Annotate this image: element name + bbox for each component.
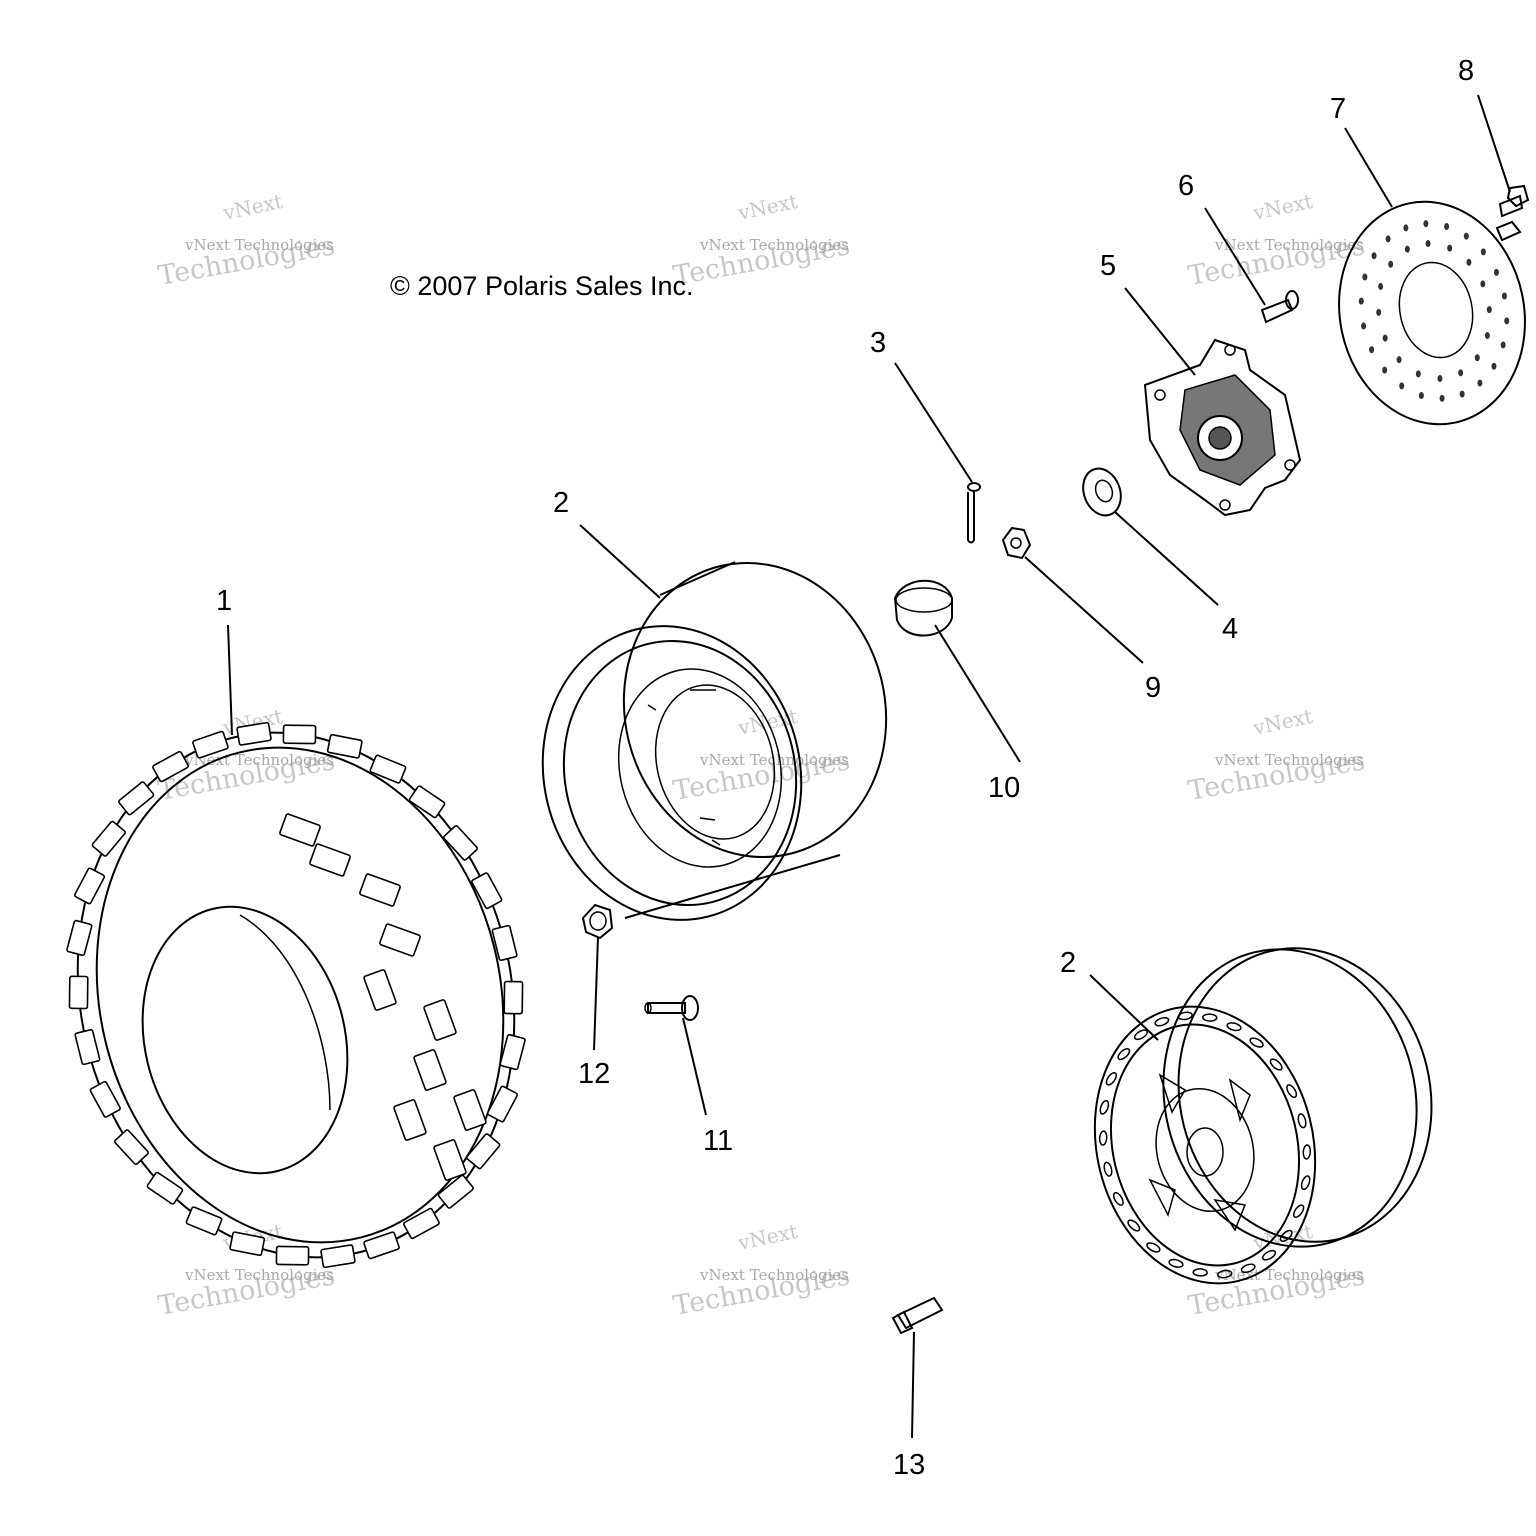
wheel-bolt-part: [644, 995, 699, 1021]
lug-nut-part: [581, 903, 614, 940]
watermark: vNext vNext Technologies Technologies: [156, 1219, 337, 1322]
disc-bolt-part: [1495, 184, 1530, 242]
callout-3: 3: [870, 327, 886, 359]
cast-wheel-vent-holes: [1098, 1011, 1312, 1279]
copyright-notice: © 2007 Polaris Sales Inc.: [390, 271, 694, 301]
callout-6: 6: [1178, 170, 1194, 202]
callout-10: 10: [988, 772, 1020, 804]
callout-11: 11: [703, 1125, 733, 1157]
callout-4: 4: [1222, 613, 1238, 645]
svg-text:vNext Technologies: vNext Technologies: [1214, 236, 1364, 254]
svg-text:vNext Technologies: vNext Technologies: [699, 1266, 849, 1284]
svg-text:vNext Technologies: vNext Technologies: [184, 751, 334, 769]
hub-bolt-part: [1260, 290, 1299, 324]
callout-9: 9: [1145, 672, 1161, 704]
watermark: vNext vNext Technologies Technologies: [671, 1219, 852, 1322]
brake-disc-part: [1338, 200, 1526, 426]
steel-wheel-part: [541, 561, 888, 921]
svg-text:vNext Technologies: vNext Technologies: [184, 236, 334, 254]
castle-nut-part: [1001, 526, 1032, 560]
watermark: vNext vNext Technologies Technologies: [671, 704, 852, 807]
svg-text:vNext: vNext: [735, 189, 800, 225]
washer-part: [1082, 467, 1122, 517]
callout-7: 7: [1330, 93, 1346, 125]
callout-13: 13: [893, 1449, 925, 1481]
cast-wheel-part: [1093, 947, 1433, 1285]
dust-cap-part: [893, 579, 953, 637]
valve-stem-part: [891, 1296, 944, 1335]
watermark: vNext vNext Technologies Technologies: [1186, 189, 1367, 292]
svg-text:vNext Technologies: vNext Technologies: [184, 1266, 334, 1284]
callout-5: 5: [1100, 250, 1116, 282]
callout-2: 2: [1060, 947, 1076, 979]
brake-disc-holes: [1358, 220, 1510, 402]
svg-text:vNext: vNext: [1250, 704, 1315, 740]
watermark: vNext vNext Technologies Technologies: [156, 189, 337, 292]
tire-tread: [66, 721, 526, 1269]
callout-leaders: [227, 94, 1511, 1439]
callout-12: 12: [578, 1058, 610, 1090]
cotter-pin-part: [967, 482, 981, 544]
svg-text:vNext: vNext: [1250, 189, 1315, 225]
tire-part: [66, 721, 526, 1269]
hub-part: [1143, 338, 1302, 517]
callout-8: 8: [1458, 55, 1474, 87]
svg-text:vNext: vNext: [735, 1219, 800, 1255]
svg-text:vNext Technologies: vNext Technologies: [1214, 751, 1364, 769]
watermark: vNext vNext Technologies Technologies: [1186, 704, 1367, 807]
svg-text:vNext: vNext: [220, 189, 285, 225]
callout-2: 2: [553, 487, 569, 519]
callout-1: 1: [216, 585, 232, 617]
svg-text:vNext Technologies: vNext Technologies: [699, 236, 849, 254]
watermark: vNext vNext Technologies Technologies: [671, 189, 852, 292]
